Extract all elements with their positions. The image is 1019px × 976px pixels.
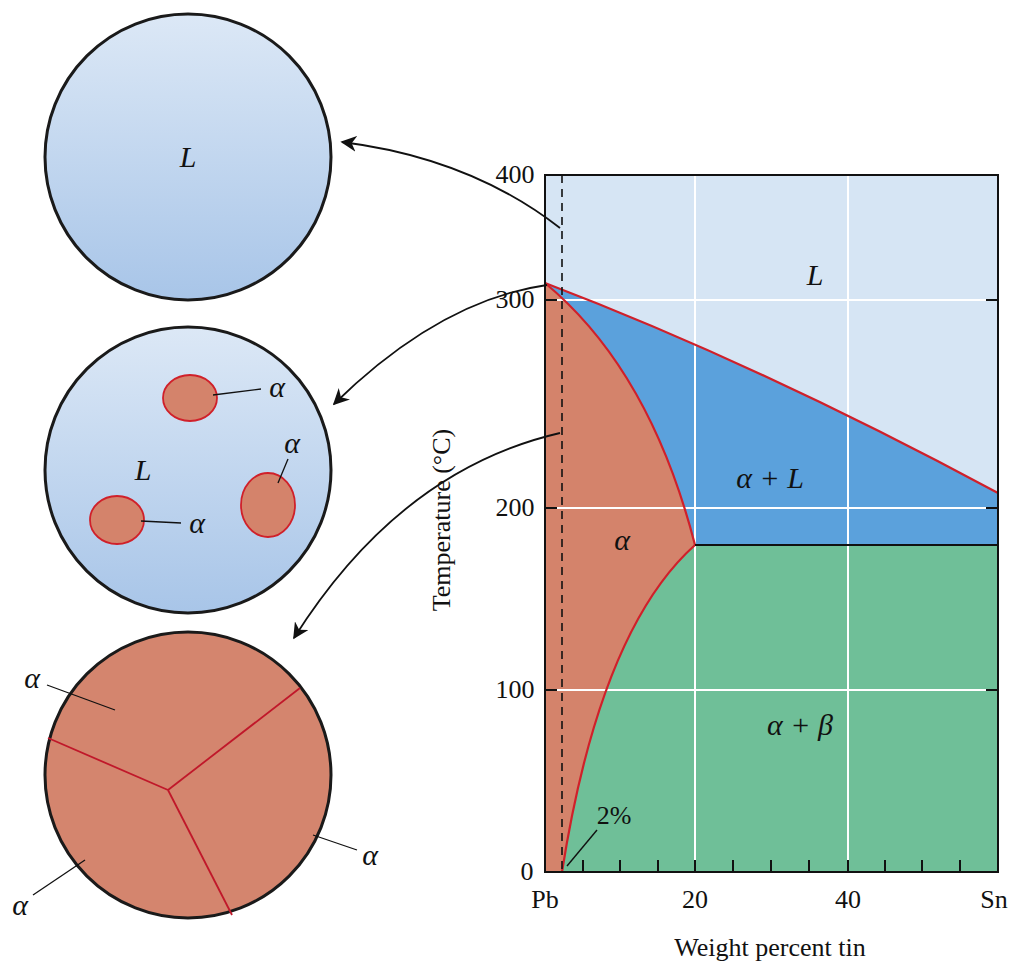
- axis-number: Sn: [980, 887, 1007, 913]
- circle-outline: [43, 630, 333, 920]
- pointer-arrows: [294, 142, 560, 638]
- leader-line: [141, 521, 181, 523]
- leader-line: [213, 389, 261, 395]
- micro-circle: ααα: [43, 630, 333, 920]
- grain-boundary: [48, 738, 168, 790]
- axis-number: 400: [496, 162, 535, 188]
- grain-boundary: [168, 790, 232, 915]
- axis-number: 40: [835, 887, 861, 913]
- phase-label: α: [12, 890, 28, 920]
- phase-label: L: [180, 142, 197, 172]
- phase-label: α: [284, 428, 300, 458]
- leader-line: [278, 459, 288, 483]
- liquid-region: [545, 175, 998, 872]
- micro-circle: L: [43, 12, 333, 302]
- axis-number: 0: [521, 859, 534, 885]
- alpha-grain: [163, 375, 217, 421]
- phase-label: α: [269, 372, 285, 402]
- phase-label: α: [362, 840, 378, 870]
- alpha-grain: [90, 496, 144, 544]
- phase-label: α: [189, 508, 205, 538]
- region-label: L: [807, 260, 824, 290]
- eutectic-line: [695, 544, 998, 546]
- micro-circle: Lααα: [43, 325, 333, 615]
- circle-shape: [45, 14, 331, 300]
- axis-ticks: [545, 300, 998, 872]
- alpha-region: [545, 283, 695, 872]
- leader-line: [567, 830, 597, 866]
- phase-boundaries: [545, 283, 998, 872]
- composition-line: [561, 175, 563, 872]
- axis-title: Temperature (°C): [429, 429, 455, 612]
- region-label: α + L: [736, 463, 804, 493]
- circle-shape: [45, 632, 331, 918]
- axis-number: 20: [682, 887, 708, 913]
- region-label: α + β: [767, 710, 833, 740]
- phase-label: L: [135, 455, 152, 485]
- axis-number: 300: [496, 287, 535, 313]
- axis-title: Weight percent tin: [674, 935, 865, 961]
- circle-outline: [43, 325, 333, 615]
- axis-number: 200: [496, 495, 535, 521]
- phase-label: α: [24, 663, 40, 693]
- axis-number: 100: [496, 677, 535, 703]
- region-label: α: [614, 525, 630, 555]
- leader-line: [33, 860, 85, 895]
- grid-lines: [545, 175, 998, 872]
- leader-line: [47, 685, 115, 710]
- circle-shape: [45, 327, 331, 613]
- grain-boundary: [168, 688, 300, 790]
- axis-number: Pb: [531, 887, 558, 913]
- plot-frame: [545, 175, 998, 872]
- composition-note: 2%: [597, 803, 632, 829]
- alpha-grain: [241, 473, 295, 537]
- leader-line: [313, 835, 357, 850]
